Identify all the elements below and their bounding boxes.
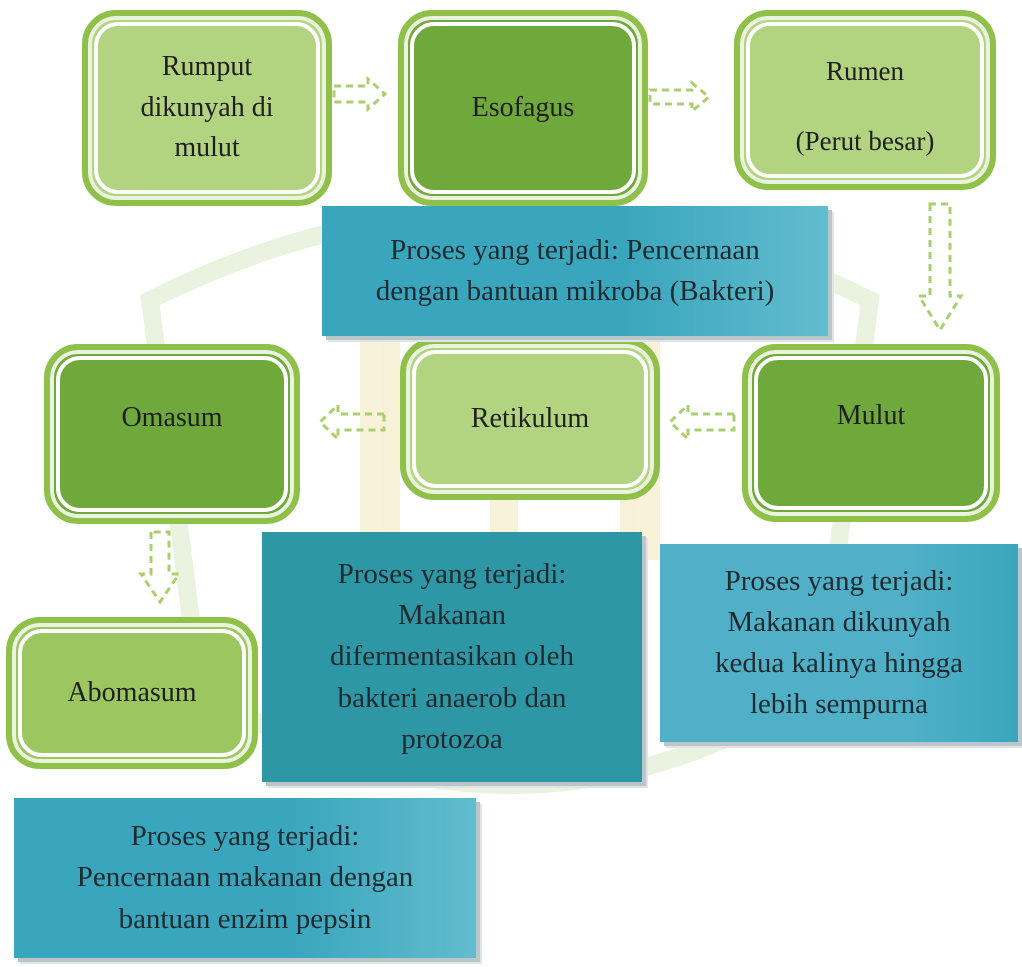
stage-omasum: Omasum (44, 344, 300, 524)
process-abomasum-text: Proses yang terjadi: Pencernaan makanan … (76, 820, 414, 935)
process-retikulum-text: Proses yang terjadi: Makanan difermentas… (330, 558, 574, 755)
process-retikulum: Proses yang terjadi: Makanan difermentas… (262, 532, 642, 782)
stage-rumen: Rumen (Perut besar) (734, 10, 996, 190)
arrow-rumen-to-mulut (916, 202, 964, 333)
process-rumen-text: Proses yang terjadi: Pencernaan dengan b… (375, 233, 775, 307)
process-rumen: Proses yang terjadi: Pencernaan dengan b… (322, 206, 828, 336)
stage-mulut: Mulut (742, 344, 1000, 522)
stage-omasum-label: Omasum (121, 402, 223, 433)
arrow-mulut-to-retikulum (668, 402, 736, 442)
arrow-rumput-to-esofagus (332, 76, 388, 112)
stage-mulut-label: Mulut (836, 400, 906, 431)
stage-rumput: Rumput dikunyah di mulut (82, 10, 332, 206)
stage-esofagus: Esofagus (398, 10, 648, 206)
stage-abomasum-label: Abomasum (67, 676, 197, 708)
stage-rumput-label: Rumput dikunyah di mulut (140, 51, 274, 164)
process-mulut: Proses yang terjadi: Makanan dikunyah ke… (660, 544, 1018, 742)
stage-rumen-label: Rumen (Perut besar) (795, 56, 935, 157)
arrow-omasum-to-abomasum (138, 530, 182, 605)
process-mulut-text: Proses yang terjadi: Makanan dikunyah ke… (714, 564, 964, 721)
stage-esofagus-label: Esofagus (471, 91, 575, 123)
stage-retikulum-label: Retikulum (470, 402, 590, 434)
arrow-esofagus-to-rumen (648, 80, 712, 114)
stage-retikulum: Retikulum (400, 338, 660, 500)
stage-abomasum: Abomasum (6, 617, 258, 769)
process-abomasum: Proses yang terjadi: Pencernaan makanan … (14, 798, 476, 958)
arrow-retikulum-to-omasum (318, 402, 386, 442)
